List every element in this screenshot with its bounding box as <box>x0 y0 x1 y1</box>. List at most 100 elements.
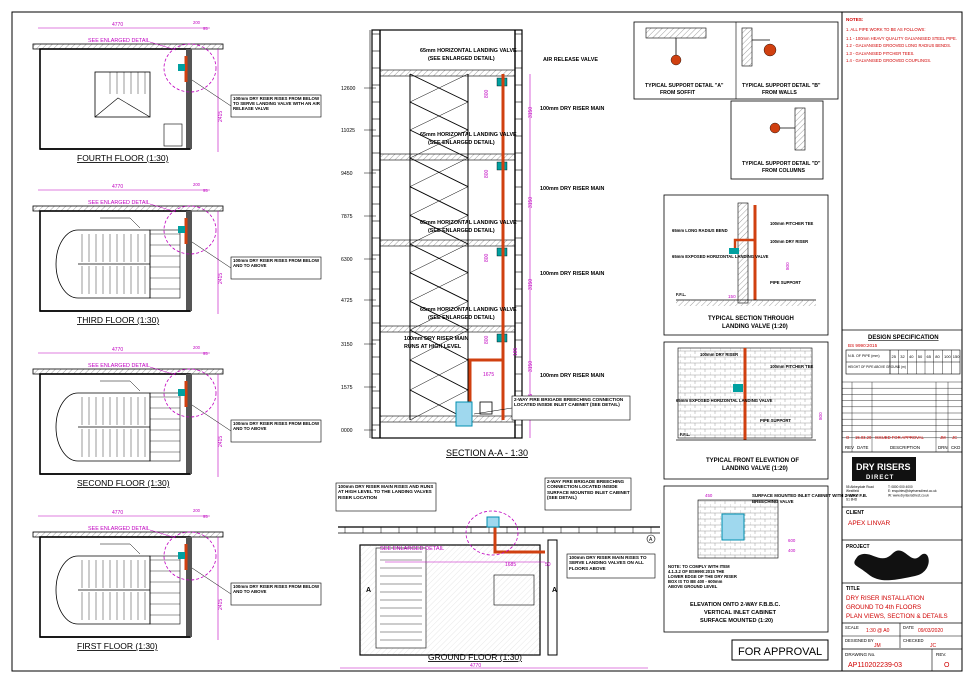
rev-row-drn: JM <box>940 435 946 440</box>
plan-note: 100mm DRY RISER RISES FROM BELOW TO SERV… <box>233 96 320 112</box>
checked-label: CHECKED <box>903 638 923 643</box>
plan-small-dim-2: 95 <box>203 188 208 193</box>
level-0000: 0000 <box>341 428 353 434</box>
rev-row-rev: O <box>846 435 850 440</box>
plan-height-dim: 2415 <box>218 599 224 610</box>
plan-small-dim-2: 95 <box>203 514 208 519</box>
ground-floor-plan: SEE ENLARGED DETAIL 1685 50 4770 A A A 1… <box>335 477 660 669</box>
section-valve-label-3: 65mm HORIZONTAL LANDING VALVE <box>420 220 517 226</box>
valve-details: 65mm LONG RADIUS BEND 100mm PITCHER TEE … <box>663 194 867 633</box>
client-name: APEX LINVAR <box>848 520 890 527</box>
notes-heading: NOTES: <box>846 17 864 22</box>
address-line-3: Sheffield <box>846 493 859 497</box>
runs-high-1: 100mm DRY RISER MAIN <box>404 336 469 342</box>
plan-note: 100mm DRY RISER RISES FROM BELOW AND TO … <box>233 584 320 595</box>
vf-label-3: 65mm EXPOSED HORIZONTAL LANDING VALVE <box>676 398 773 403</box>
plan-enlarged-label: SEE ENLARGED DETAIL <box>88 200 150 206</box>
section-mark-right: A <box>552 587 557 594</box>
note-line-2: 1.1 - 100mm HEAVY QUALITY GALVANISED STE… <box>846 36 957 41</box>
vf-dim-1: 800 <box>818 412 823 420</box>
client-label: CLIENT <box>846 510 864 516</box>
rev-hdr-date: DATE <box>857 445 868 450</box>
cab-dim-3: 600 <box>788 538 796 543</box>
rev-hdr-ckd: CKD <box>951 445 960 450</box>
vs-label-1: 65mm LONG RADIUS BEND <box>672 228 728 233</box>
scale-label: SCALE <box>845 625 859 630</box>
cab-label-2: BREECHING VALVE <box>752 499 794 504</box>
plan-width-dim: 4770 <box>112 184 123 190</box>
section-mark-left: A <box>366 587 371 594</box>
spec-col-100: 100 <box>944 354 951 359</box>
gf-note-1: 100mm DRY RISER MAIN RISES AND RUNS AT H… <box>338 484 434 500</box>
drawing-label: DRAWING No. <box>845 652 875 657</box>
level-11025: 11025 <box>341 128 355 134</box>
gf-dim-3: 4770 <box>470 663 481 669</box>
breeching-cabinet <box>455 401 473 427</box>
gf-grid-bubble: A <box>649 537 653 543</box>
gf-dim-1: 1685 <box>505 562 516 568</box>
plan-title: FIRST FLOOR (1:30) <box>77 641 158 651</box>
plan-title: FOURTH FLOOR (1:30) <box>77 153 169 163</box>
note-line-1: 1. ALL PIPE WORK TO BE AS FOLLOWS: <box>846 27 926 32</box>
spec-col-32: 32 <box>900 354 905 359</box>
title-line-2: GROUND TO 4th FLOORS <box>846 604 921 611</box>
section-dim-10: 800 <box>484 335 490 344</box>
cab-sub: VERTICAL INLET CABINET <box>704 610 777 616</box>
date-label: DATE <box>903 625 914 630</box>
title-line-1: DRY RISER INSTALLATION <box>846 595 924 602</box>
rev-label: REV. <box>936 652 946 657</box>
cab-label-1: SURFACE MOUNTED INLET CABINET WITH 2-WAY… <box>752 493 867 498</box>
level-12600: 12600 <box>341 86 356 92</box>
contact-line-2: E: enquiries@dryrisersdirect.co.uk <box>888 489 937 493</box>
approval-stamp <box>731 639 829 661</box>
cab-title: ELEVATION ONTO 2-WAY F.B.B.C. <box>690 602 781 608</box>
rev-row-ckd: JC <box>952 435 957 440</box>
spec-row-2: HEIGHT OF PIPE ABOVE GROUND (m) <box>848 365 906 369</box>
title-line-3: PLAN VIEWS, SECTION & DETAILS <box>846 613 948 620</box>
address-line-4: S1 8HD <box>846 498 858 502</box>
gf-title: GROUND FLOOR (1:30) <box>428 652 522 662</box>
section-dim-9: 800 <box>484 253 490 262</box>
air-release-label: AIR RELEASE VALVE <box>543 57 598 63</box>
detail-d-title: TYPICAL SUPPORT DETAIL "D" <box>742 161 821 167</box>
vf-title: TYPICAL FRONT ELEVATION OF <box>706 458 799 464</box>
section-see-detail-2: (SEE ENLARGED DETAIL) <box>428 140 495 146</box>
address-line-2: Westfield <box>846 489 859 493</box>
vs-dim-1: 800 <box>785 262 790 270</box>
detail-a-title: TYPICAL SUPPORT DETAIL "A" <box>645 83 724 89</box>
breeching-note: 2-WAY FIRE BRIGADE BREECHING CONNECTION … <box>514 397 624 408</box>
plan-width-dim: 4770 <box>112 22 123 28</box>
section-dim-7: 800 <box>484 89 490 98</box>
designed-value: JM <box>874 643 881 649</box>
spec-col-50: 50 <box>918 354 923 359</box>
rev-hdr-drn: DRN <box>938 445 948 450</box>
vf-label-4: PIPE SUPPORT <box>760 418 791 423</box>
bs-standard: BS 9990:2015 <box>848 343 878 348</box>
vf-label-5: F.F.L. <box>680 432 690 437</box>
spec-col-65: 65 <box>927 354 932 359</box>
vs-label-5: PIPE SUPPORT <box>770 280 801 285</box>
plan-width-dim: 4770 <box>112 347 123 353</box>
section-valve-label-1: 65mm HORIZONTAL LANDING VALVE <box>420 48 517 54</box>
sheet-border <box>11 11 963 672</box>
company-logo <box>852 457 916 481</box>
section-structure <box>372 33 522 426</box>
gf-dim-2: 50 <box>545 562 551 568</box>
runs-high-2: RUNS AT HIGH LEVEL <box>404 344 462 350</box>
design-spec: DESIGN SPECIFICATION <box>868 335 939 341</box>
vs-sub: LANDING VALVE (1:20) <box>722 324 788 330</box>
plan-small-dim-1: 200 <box>193 20 201 25</box>
scale-value: 1:30 @ A0 <box>866 628 890 634</box>
plan-title: SECOND FLOOR (1:30) <box>77 478 170 488</box>
note-line-5: 1.4 - GALVANISED GROOVED COUPLINGS. <box>846 58 931 63</box>
level-4725: 4725 <box>341 298 353 304</box>
plan-note: 100mm DRY RISER RISES FROM BELOW AND TO … <box>233 421 320 432</box>
note-line-4: 1.3 - GALVANISED PITCHER TEES. <box>846 51 914 56</box>
